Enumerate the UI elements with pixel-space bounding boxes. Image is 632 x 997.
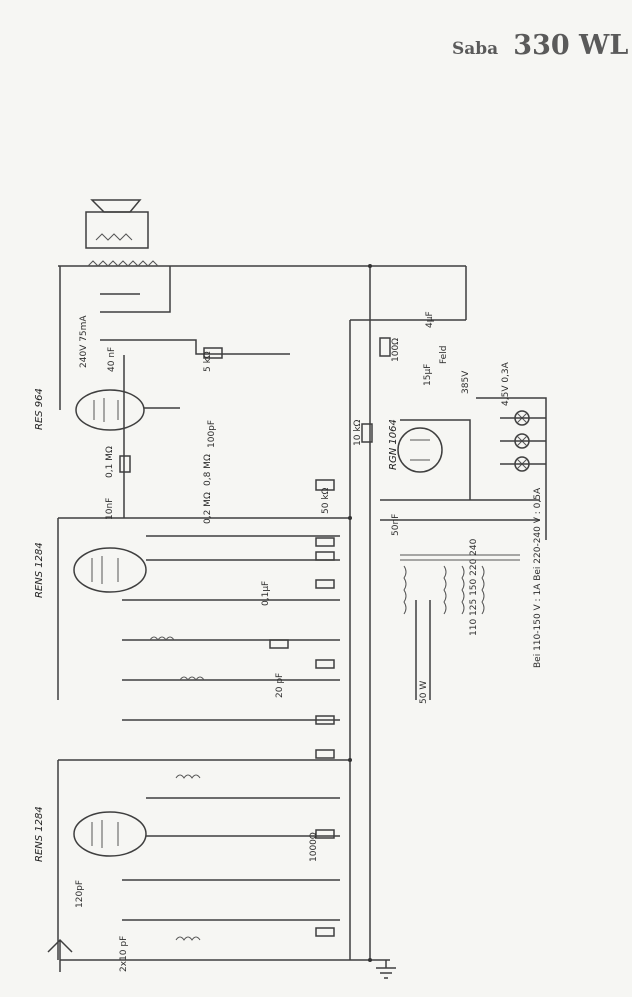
- tube-label-out: RES 964: [34, 388, 45, 430]
- res-5k-label: 5 kΩ: [203, 351, 213, 372]
- speaker-icon: [85, 199, 149, 249]
- cap-40-label: 40 nF: [107, 347, 117, 372]
- antenna-icon: [47, 938, 73, 972]
- cap-120pf-label: 120pF: [75, 880, 85, 908]
- lamp-label: 4,5V 0,3A: [501, 361, 511, 406]
- voltage-label: 240V 75mA: [79, 315, 89, 368]
- cap-15-label: 15µF: [423, 364, 433, 386]
- output-tube-icon: [75, 389, 145, 431]
- schematic-title: Saba 330 WL: [452, 30, 628, 61]
- model-label: 330 WL: [513, 30, 629, 61]
- cap-2x10-label: 2x10 pF: [119, 936, 129, 972]
- input-tube-icon: [73, 811, 147, 857]
- brand-label: Saba: [452, 39, 499, 59]
- cap-4uf-label: 4µF: [425, 311, 435, 328]
- res-50k-label: 50 kΩ: [321, 487, 331, 514]
- res-100-label: 100Ω: [391, 338, 401, 362]
- cap-10nf-label: 10nF: [105, 498, 115, 520]
- tap-voltages-label: 110 125 150 220 240: [469, 538, 479, 636]
- field-label: Feld: [439, 346, 449, 364]
- cap-01uf-label: 0,1µF: [261, 581, 271, 606]
- if-tube-icon: [73, 547, 147, 593]
- tube-label-mid: RENS 1284: [34, 542, 45, 598]
- res-01m-label: 0,1 MΩ: [105, 446, 115, 478]
- res-02-label: 0,2 MΩ: [203, 492, 213, 524]
- res-1000-label: 1000Ω: [309, 832, 319, 862]
- cap-50nf-label: 50nF: [391, 514, 401, 536]
- res-10k-label: 10 kΩ: [353, 419, 363, 446]
- tube-label-rect: RGN 1064: [388, 419, 399, 470]
- cap-100pf-label: 100pF: [207, 420, 217, 448]
- power-transformer-icon: [400, 554, 520, 615]
- v385-label: 385V: [461, 370, 471, 394]
- tube-label-in: RENS 1284: [34, 806, 45, 862]
- cap-20pf-label: 20 pF: [275, 673, 285, 698]
- fuse-label: Bei 110-150 V : 1A Bei 220-240 V : 0,5A: [533, 487, 543, 668]
- rectifier-tube-icon: [397, 427, 443, 473]
- ground-icon: [376, 960, 396, 979]
- res-50w-label: 50 W: [419, 681, 429, 704]
- res-08-label: 0,8 MΩ: [203, 454, 213, 486]
